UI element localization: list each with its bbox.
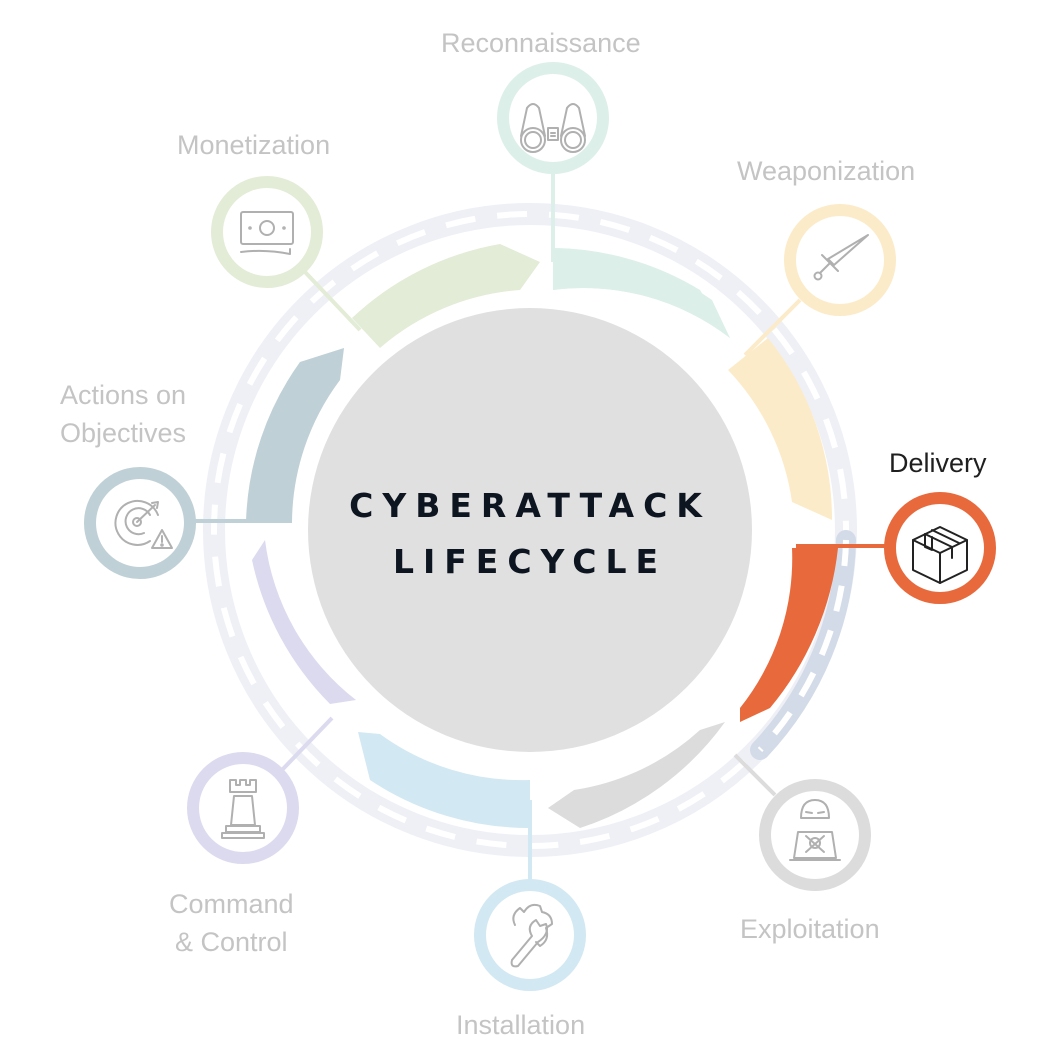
- chess-rook-icon: [221, 779, 265, 839]
- segment-weaponization[interactable]: [728, 338, 833, 520]
- node-reconnaissance[interactable]: [497, 62, 609, 174]
- label-actions-on-objectives: Actions on Objectives: [60, 376, 186, 452]
- title-line-1: CYBERATTACK: [349, 486, 711, 525]
- binoculars-icon: [520, 103, 586, 153]
- segment-exploitation[interactable]: [548, 722, 725, 828]
- label-installation: Installation: [456, 1010, 586, 1040]
- hacker-laptop-icon: [789, 799, 841, 861]
- stage-segments: [246, 244, 838, 829]
- label-delivery: Delivery: [889, 448, 987, 478]
- segment-actions[interactable]: [246, 348, 344, 522]
- title-line-2: LIFECYCLE: [392, 542, 668, 581]
- label-command-control-line1: Command: [169, 889, 294, 919]
- dagger-icon: [813, 234, 869, 281]
- label-command-control-line2: & Control: [174, 927, 288, 957]
- segment-installation[interactable]: [358, 732, 530, 829]
- diagram-title: CYBERATTACK LIFECYCLE: [310, 478, 750, 590]
- label-monetization: Monetization: [177, 130, 331, 160]
- segment-monetization[interactable]: [352, 244, 540, 348]
- stage-nodes: [84, 62, 996, 991]
- connectors: [195, 172, 885, 880]
- wrench-gear-icon: [510, 903, 553, 968]
- center-circle: [308, 308, 752, 752]
- banknote-icon: [240, 211, 294, 255]
- node-monetization[interactable]: [211, 176, 323, 288]
- label-reconnaissance: Reconnaissance: [441, 28, 641, 58]
- package-box-icon: [912, 526, 968, 584]
- label-weaponization: Weaponization: [737, 156, 916, 186]
- target-warning-icon: [114, 499, 173, 549]
- label-exploitation: Exploitation: [740, 914, 880, 944]
- node-delivery[interactable]: [884, 492, 996, 604]
- node-installation[interactable]: [474, 879, 586, 991]
- segment-command-control[interactable]: [252, 540, 356, 704]
- label-command-control: Command & Control: [169, 885, 294, 961]
- node-command-control[interactable]: [187, 752, 299, 864]
- segment-delivery[interactable]: [740, 548, 838, 722]
- label-actions-line2: Objectives: [60, 418, 187, 448]
- label-actions-line1: Actions on: [60, 380, 187, 410]
